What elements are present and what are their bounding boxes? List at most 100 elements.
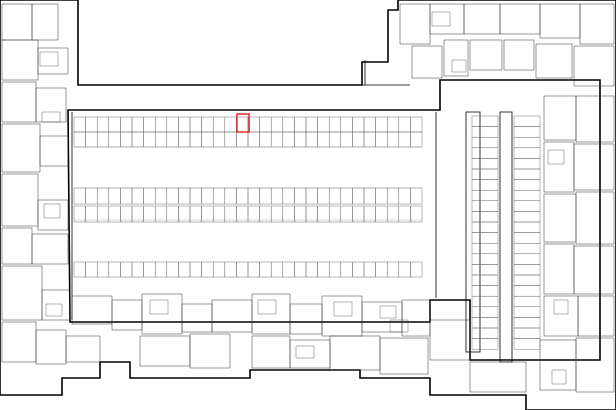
parking-stall[interactable] xyxy=(513,158,541,170)
parking-stall[interactable] xyxy=(143,116,156,133)
parking-stall[interactable] xyxy=(108,116,121,133)
parking-stall[interactable] xyxy=(410,131,423,148)
parking-stall[interactable] xyxy=(471,253,499,265)
parking-stall[interactable] xyxy=(363,116,376,133)
parking-stall[interactable] xyxy=(189,116,202,133)
parking-stall[interactable] xyxy=(471,168,499,180)
parking-stall[interactable] xyxy=(108,187,121,205)
parking-stall[interactable] xyxy=(212,187,226,205)
parking-stall[interactable] xyxy=(398,205,411,223)
parking-stall[interactable] xyxy=(143,205,156,223)
parking-stall[interactable] xyxy=(305,187,318,205)
parking-stall[interactable] xyxy=(120,205,133,223)
parking-stall[interactable] xyxy=(513,285,541,297)
parking-stall[interactable] xyxy=(236,187,249,205)
parking-stall[interactable] xyxy=(410,116,423,133)
parking-stall[interactable] xyxy=(363,131,376,148)
parking-stall[interactable] xyxy=(513,274,541,286)
parking-stall[interactable] xyxy=(363,261,376,278)
parking-stall[interactable] xyxy=(201,261,214,278)
parking-stall[interactable] xyxy=(85,261,98,278)
parking-stall[interactable] xyxy=(108,261,121,278)
parking-stall[interactable] xyxy=(513,317,541,329)
parking-stall[interactable] xyxy=(201,131,214,148)
parking-stall[interactable] xyxy=(143,131,156,148)
parking-stall[interactable] xyxy=(189,205,202,223)
parking-stall[interactable] xyxy=(305,131,318,148)
parking-stall[interactable] xyxy=(513,126,541,138)
parking-stall[interactable] xyxy=(294,261,307,278)
parking-stall[interactable] xyxy=(189,131,202,148)
parking-stall[interactable] xyxy=(471,115,499,127)
parking-stall[interactable] xyxy=(294,131,307,148)
parking-stall[interactable] xyxy=(212,261,226,278)
parking-stall[interactable] xyxy=(259,131,272,148)
parking-stall[interactable] xyxy=(178,205,191,223)
parking-stall[interactable] xyxy=(166,131,179,148)
parking-stall[interactable] xyxy=(352,187,365,205)
parking-stall[interactable] xyxy=(471,242,499,255)
parking-stall[interactable] xyxy=(120,187,133,205)
parking-stall[interactable] xyxy=(73,116,86,133)
parking-stall[interactable] xyxy=(270,131,284,148)
parking-stall[interactable] xyxy=(108,131,121,148)
parking-stall[interactable] xyxy=(410,187,423,205)
parking-stall[interactable] xyxy=(236,205,249,223)
parking-stall[interactable] xyxy=(270,116,284,133)
parking-stall[interactable] xyxy=(247,187,260,205)
parking-stall[interactable] xyxy=(328,116,342,133)
parking-stall[interactable] xyxy=(259,116,272,133)
parking-stall[interactable] xyxy=(73,261,86,278)
parking-stall[interactable] xyxy=(513,168,541,180)
parking-stall[interactable] xyxy=(236,261,249,278)
parking-stall[interactable] xyxy=(236,131,249,148)
parking-stall[interactable] xyxy=(375,116,388,133)
parking-stall[interactable] xyxy=(375,131,388,148)
parking-stall[interactable] xyxy=(471,221,499,233)
parking-stall[interactable] xyxy=(224,205,237,223)
parking-stall[interactable] xyxy=(317,131,330,148)
parking-stall[interactable] xyxy=(513,232,541,244)
parking-stall[interactable] xyxy=(386,116,400,133)
parking-stall[interactable] xyxy=(247,205,260,223)
parking-stall[interactable] xyxy=(131,187,144,205)
parking-stall[interactable] xyxy=(154,131,168,148)
parking-stall[interactable] xyxy=(471,306,499,318)
parking-stall[interactable] xyxy=(224,261,237,278)
parking-stall[interactable] xyxy=(352,205,365,223)
parking-stall[interactable] xyxy=(398,261,411,278)
parking-stall[interactable] xyxy=(352,116,365,133)
parking-stall[interactable] xyxy=(328,205,342,223)
parking-stall[interactable] xyxy=(471,126,499,138)
parking-stall[interactable] xyxy=(131,131,144,148)
parking-stall[interactable] xyxy=(328,187,342,205)
parking-stall[interactable] xyxy=(386,187,400,205)
parking-stall[interactable] xyxy=(340,187,353,205)
parking-stall[interactable] xyxy=(224,131,237,148)
parking-stall[interactable] xyxy=(375,261,388,278)
parking-stall[interactable] xyxy=(471,158,499,170)
parking-stall[interactable] xyxy=(471,200,499,212)
parking-stall[interactable] xyxy=(363,205,376,223)
parking-stall[interactable] xyxy=(398,131,411,148)
parking-stall[interactable] xyxy=(471,211,499,223)
parking-stall[interactable] xyxy=(85,116,98,133)
parking-stall[interactable] xyxy=(131,116,144,133)
parking-stall[interactable] xyxy=(178,131,191,148)
parking-stall[interactable] xyxy=(270,261,284,278)
parking-stall[interactable] xyxy=(352,261,365,278)
parking-stall[interactable] xyxy=(282,205,295,223)
parking-stall[interactable] xyxy=(317,261,330,278)
parking-stall[interactable] xyxy=(120,261,133,278)
parking-stall[interactable] xyxy=(73,187,86,205)
parking-stall[interactable] xyxy=(154,187,168,205)
parking-stall[interactable] xyxy=(513,264,541,276)
parking-stall[interactable] xyxy=(471,295,499,308)
parking-stall[interactable] xyxy=(282,261,295,278)
parking-stall[interactable] xyxy=(471,285,499,297)
parking-stall[interactable] xyxy=(305,261,318,278)
parking-stall[interactable] xyxy=(398,187,411,205)
parking-stall[interactable] xyxy=(352,131,365,148)
parking-stall[interactable] xyxy=(166,116,179,133)
parking-stall[interactable] xyxy=(410,205,423,223)
